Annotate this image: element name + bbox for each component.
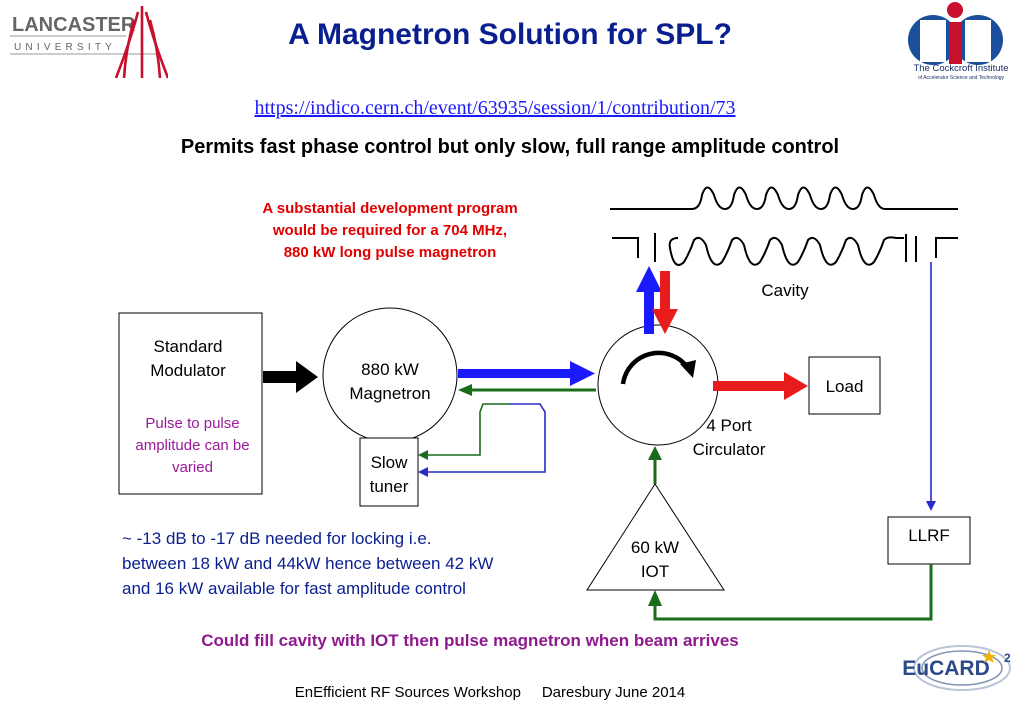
cockcroft-name-text: The Cockcroft Institute bbox=[913, 63, 1008, 74]
circulator-rotation-icon bbox=[620, 350, 690, 385]
slow-tuner-label: Slow tuner bbox=[369, 453, 409, 496]
modulator-label: Standard Modulator bbox=[150, 337, 226, 380]
cavity-label: Cavity bbox=[761, 281, 809, 300]
magnetron-label: 880 kW Magnetron bbox=[349, 360, 431, 403]
circulator-to-magnetron-arrow bbox=[458, 384, 596, 396]
load-label: Load bbox=[825, 377, 864, 396]
locking-note: ~ -13 dB to -17 dB needed for locking i.… bbox=[122, 529, 494, 598]
slow-tuner-box bbox=[359, 437, 419, 507]
llrf-box bbox=[887, 516, 971, 565]
tuner-feedback-blue-line bbox=[418, 403, 546, 477]
cockcroft-institute-logo: The Cockcroft Institute of Accelerator S… bbox=[908, 2, 1009, 81]
eucard-logo: EuCARD 2 bbox=[902, 645, 1011, 691]
cockcroft-tagline-text: of Accelerator Science and Technology bbox=[918, 75, 1005, 81]
magnetron-to-circulator-arrow bbox=[458, 361, 595, 386]
load-box bbox=[808, 356, 881, 415]
university-logo-text: UNIVERSITY bbox=[14, 42, 116, 53]
indico-link[interactable]: https://indico.cern.ch/event/63935/sessi… bbox=[254, 97, 736, 119]
modulator-to-magnetron-arrow bbox=[263, 361, 318, 393]
slide-footer: EnEfficient RF Sources Workshop Daresbur… bbox=[294, 684, 686, 701]
standard-modulator-box bbox=[118, 312, 263, 495]
iot-triangle bbox=[586, 483, 725, 591]
eucard-superscript-text: 2 bbox=[1004, 651, 1011, 665]
lancaster-university-logo: LANCASTER UNIVERSITY bbox=[10, 6, 168, 79]
modulator-note: Pulse to pulse amplitude can be varied bbox=[135, 415, 250, 476]
slide-subtitle: Permits fast phase control but only slow… bbox=[180, 136, 840, 158]
tuner-feedback-green-line bbox=[418, 403, 510, 460]
llrf-label: LLRF bbox=[908, 526, 950, 545]
cavity-structure bbox=[610, 186, 958, 266]
circulator-label: 4 Port Circulator bbox=[692, 416, 766, 459]
star-icon bbox=[982, 650, 996, 663]
iot-label: 60 kW IOT bbox=[630, 538, 680, 581]
circulator-to-cavity-arrow bbox=[636, 266, 662, 334]
slide-title: A Magnetron Solution for SPL? bbox=[288, 18, 732, 51]
lancaster-logo-text: LANCASTER bbox=[12, 14, 136, 36]
iot-fill-note: Could fill cavity with IOT then pulse ma… bbox=[201, 631, 739, 650]
cockcroft-emblem-icon bbox=[908, 2, 1003, 65]
lancaster-emblem-icon bbox=[114, 6, 168, 79]
cavity-to-circulator-arrow bbox=[652, 271, 678, 334]
circulator-to-load-arrow bbox=[713, 372, 808, 400]
llrf-to-iot-line bbox=[653, 564, 933, 621]
eucard-logo-text: EuCARD bbox=[902, 657, 990, 680]
development-program-note: A substantial development program would … bbox=[262, 200, 518, 261]
